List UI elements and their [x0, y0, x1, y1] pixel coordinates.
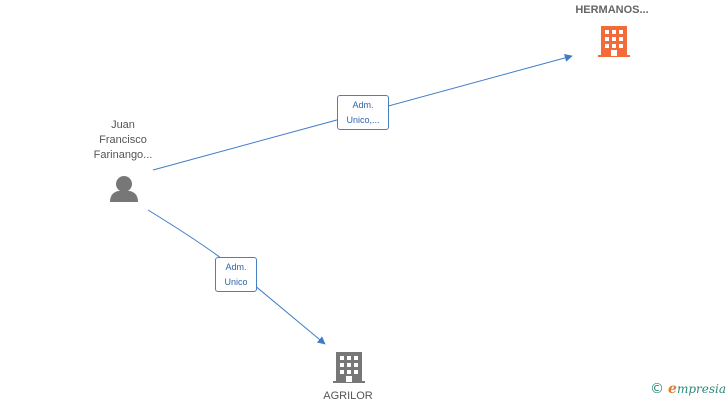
person-icon[interactable] [110, 176, 138, 202]
copyright-icon: © [650, 381, 665, 397]
edge-label-adm-unico-top[interactable]: Adm. Unico,... [337, 95, 389, 130]
person-name-line: Farinango... [93, 149, 153, 161]
person-name-line: Francisco [99, 134, 147, 146]
building-icon[interactable] [333, 352, 365, 383]
building-icon[interactable] [598, 26, 630, 57]
company-name-agrilor[interactable]: AGRILOR [323, 390, 373, 402]
person-name[interactable]: Juan Francisco Farinango... [78, 118, 168, 163]
edge-label-adm-unico-bottom[interactable]: Adm. Unico [215, 257, 257, 292]
empresia-logo: © empresia [650, 381, 726, 397]
person-name-line: Juan [111, 119, 135, 131]
company-name-hermanos[interactable]: HERMANOS... [575, 4, 649, 16]
